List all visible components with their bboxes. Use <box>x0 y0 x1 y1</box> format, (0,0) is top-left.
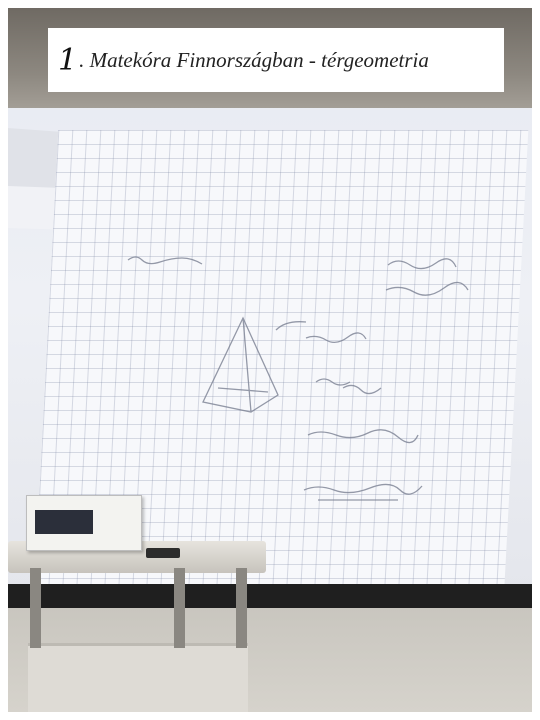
shelf-bracket <box>236 568 247 648</box>
classroom-photo <box>8 8 532 712</box>
screen-bottom-bar <box>8 584 532 608</box>
small-device <box>146 548 180 558</box>
handwritten-math <box>127 256 469 501</box>
whiteboard <box>28 643 248 712</box>
caption-title: . Matekóra Finnországban - térgeometria <box>79 47 429 72</box>
caption-box: 1 . Matekóra Finnországban - térgeometri… <box>48 28 504 92</box>
shelf-bracket <box>30 568 41 648</box>
face-mask-box <box>26 495 142 551</box>
caption-number: 1 <box>58 42 78 78</box>
shelf-bracket <box>174 568 185 648</box>
box-label-band <box>35 510 93 534</box>
